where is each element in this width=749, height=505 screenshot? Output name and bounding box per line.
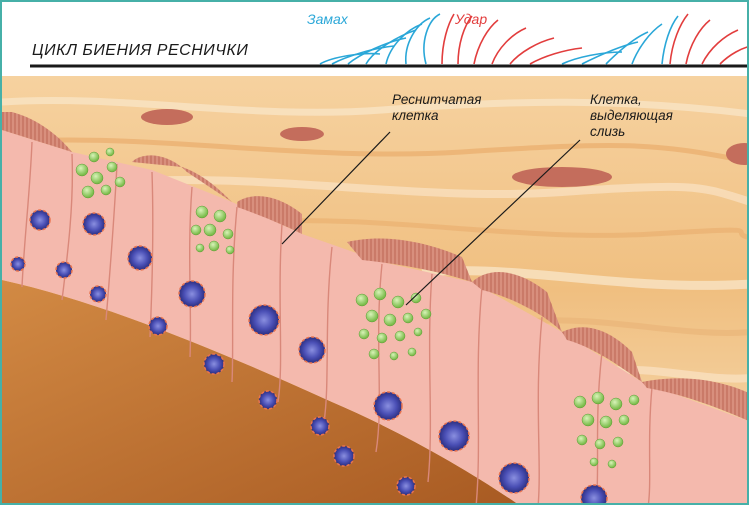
effective-stroke-label: Удар <box>455 11 487 27</box>
goblet-cell-label-line2: выделяющая <box>590 108 673 124</box>
page-title: ЦИКЛ БИЕНИЯ РЕСНИЧКИ <box>32 42 248 60</box>
goblet-cell-label-line1: Клетка, <box>590 92 673 108</box>
goblet-cell-label-line3: слизь <box>590 124 673 140</box>
recovery-stroke-label: Замах <box>307 11 348 27</box>
ciliated-cell-label-line1: Реснитчатая <box>392 92 481 108</box>
ciliated-cell-label-line2: клетка <box>392 108 481 124</box>
goblet-cell-callout: Клетка, выделяющая слизь <box>590 92 673 140</box>
ciliated-cell-callout: Реснитчатая клетка <box>392 92 481 124</box>
cycle-repeat-icon <box>562 14 749 64</box>
